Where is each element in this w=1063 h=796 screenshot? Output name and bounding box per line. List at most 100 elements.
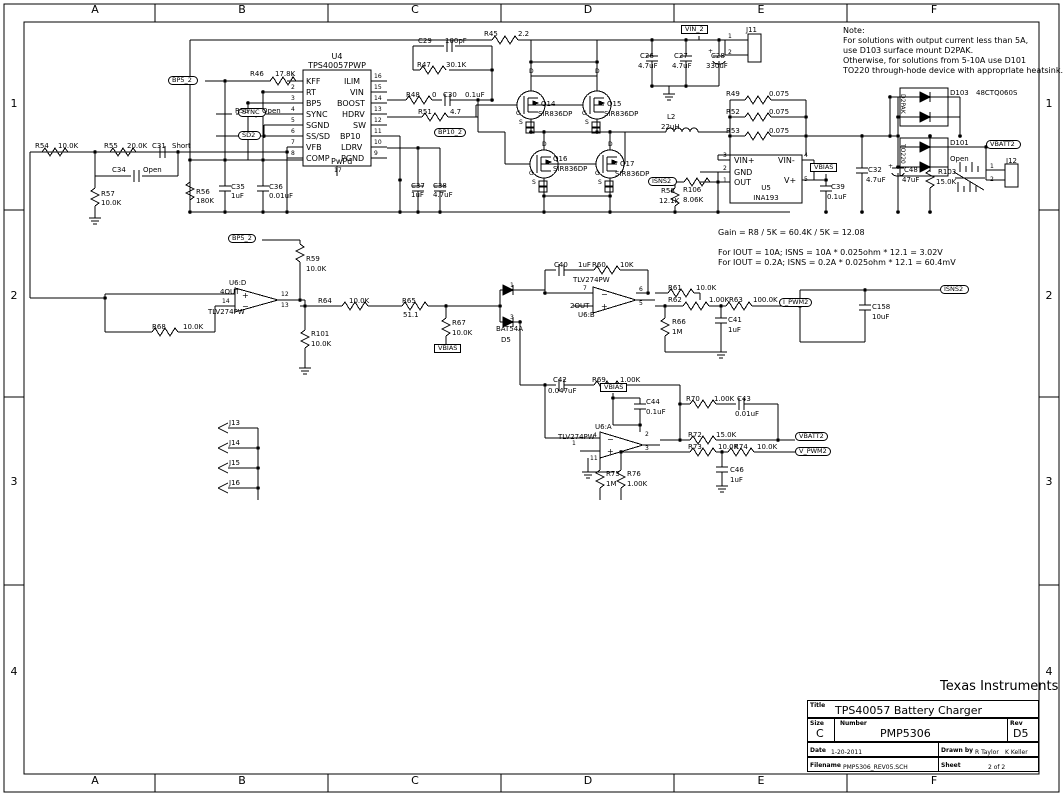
r65-val: 51.1 [403, 311, 419, 319]
c48-val: 47uF [902, 176, 920, 184]
d101-body-label: TO220 [899, 144, 906, 164]
u6a-plus-sign: + [607, 447, 614, 456]
r101-ref: R101 [311, 330, 330, 338]
drawnby-value-2: K Keller [1005, 749, 1028, 756]
u5-part: INA193 [753, 194, 779, 202]
u6b-pin-plus-num: 5 [639, 300, 643, 307]
u4-pin-1-name: KFF [306, 77, 321, 86]
net-flag-vbatt2-low[interactable]: VBATT2 [795, 432, 828, 441]
c158-ref: C158 [872, 303, 891, 311]
filename-label: Filename [810, 762, 841, 769]
r60-val: 10K [620, 261, 634, 269]
r66-ref: R66 [672, 318, 686, 326]
c42-val: 0.047uF [548, 387, 577, 395]
r73-val: 10.0K [718, 443, 739, 451]
net-flag-vin-2[interactable]: VIN_2 [681, 25, 708, 34]
sheet-label: Sheet [941, 762, 961, 769]
net-flag-bp5-2-mid[interactable]: BP5_2 [228, 234, 256, 243]
u4-pin-14-name: BOOST [337, 99, 365, 108]
q16-drain-pin: D [542, 141, 547, 148]
r51-ref: R51 [418, 108, 432, 116]
net-flag-i-pwm2[interactable]: I_PWM2 [779, 298, 813, 307]
c29-val: 100pF [445, 37, 467, 45]
r56-ref: R56 [196, 188, 210, 196]
d5-ref: D5 [501, 336, 511, 344]
c36-val: 0.01uF [269, 192, 294, 200]
net-flag-bp10-2[interactable]: BP10_2 [434, 128, 467, 137]
l2-ref: L2 [667, 113, 676, 121]
r69-ref: R69 [592, 376, 606, 384]
r57-val: 10.0K [101, 199, 122, 207]
u4-pin-7-name: VFB [306, 143, 322, 152]
r70-ref: R70 [686, 395, 700, 403]
net-flag-sd2[interactable]: SD2 [238, 131, 262, 140]
note-line-4: Otherwise, for solutions from 5-10A use … [843, 56, 1027, 65]
u6d-refdes: U6:D [229, 279, 247, 287]
date-value: 1-20-2011 [831, 749, 863, 756]
date-label: Date [810, 747, 826, 754]
u5-pin-vinp: VIN+ [734, 156, 755, 165]
u4-pin-2-name: RT [306, 88, 316, 97]
u6d-pin-minus-num: 13 [281, 302, 289, 309]
rev-value: D5 [1013, 727, 1029, 740]
net-flag-sync[interactable]: SYNC [238, 108, 266, 117]
u6b-plus-sign: + [601, 302, 608, 311]
q16-val: SIR836DP [553, 165, 588, 173]
c35-ref: C35 [231, 183, 245, 191]
r72-ref: R72 [688, 431, 702, 439]
net-flag-vbias[interactable]: VBIAS [810, 163, 838, 172]
r74-val: 10.0K [757, 443, 778, 451]
r63-val: 100.0K [753, 296, 778, 304]
u4-pin-1-num: 1 [291, 73, 295, 80]
q14-val: SIR836DP [538, 110, 573, 118]
gain-note-line-1: Gain = R8 / 5K = 60.4K / 5K = 12.08 [718, 228, 865, 237]
r60-ref: R60 [592, 261, 606, 269]
r45-ref: R45 [484, 30, 498, 38]
r48-val: 0 [432, 91, 437, 99]
net-flag-isns2[interactable]: ISNS2 [648, 177, 678, 186]
c27-val: 4.7uF [672, 62, 692, 70]
d5-pin-1: 1 [510, 282, 514, 289]
c43-ref: C43 [737, 395, 751, 403]
c32-val: 4.7uF [866, 176, 886, 184]
r103-ref: R103 [938, 168, 957, 176]
c43-val: 0.01uF [735, 410, 760, 418]
net-flag-vbias-low[interactable]: VBIAS [600, 383, 628, 392]
q15-val: SIR836DP [604, 110, 639, 118]
r62-val: 1.00K [709, 296, 730, 304]
c31-val: Short [172, 142, 191, 150]
c42-ref: C42 [553, 376, 567, 384]
net-flag-vbatt2[interactable]: VBATT2 [986, 140, 1021, 149]
c39-ref: C39 [831, 183, 845, 191]
u5-pin-4-num: 4 [804, 152, 808, 159]
r75-val: 1M [606, 480, 617, 488]
c158-val: 10uF [872, 313, 890, 321]
u6a-pin-plus-num: 3 [645, 445, 649, 452]
zone-label-4: 4 [10, 665, 18, 678]
u4-pin-3-num: 3 [291, 95, 295, 102]
r47-ref: R47 [417, 61, 431, 69]
number-label: Number [840, 720, 867, 727]
net-flag-isns2-right[interactable]: ISNS2 [940, 285, 970, 294]
r61-val: 10.0K [696, 284, 717, 292]
r69-val: 1.00K [620, 376, 641, 384]
zone-label-a: A [91, 3, 99, 16]
sheet-cell [938, 757, 1039, 772]
r67-val: 10.0K [452, 329, 473, 337]
u5-pin-1-num: 1 [723, 177, 727, 184]
u4-pin-11-name: BP10 [340, 132, 361, 141]
r76-ref: R76 [627, 470, 641, 478]
note-line-1: Note: [843, 26, 865, 35]
net-flag-v-pwm2[interactable]: V_PWM2 [795, 447, 831, 456]
j15-ref: J15 [229, 459, 240, 467]
net-flag-vbias-mid[interactable]: VBIAS [434, 344, 462, 353]
u5-pin-gnd: GND [734, 168, 753, 177]
q14-source-pin: S [519, 119, 523, 126]
u4-refdes: U4 [331, 52, 343, 61]
j12-pin-2: 2 [990, 176, 994, 183]
net-flag-bp5-2[interactable]: BP5_2 [168, 76, 198, 85]
u4-pin-12-num: 12 [374, 117, 382, 124]
gain-note-line-4: For IOUT = 0.2A; ISNS = 0.2A * 0.025ohm … [718, 258, 956, 267]
drawnby-label: Drawn by [941, 747, 974, 754]
r62-ref: R62 [668, 296, 682, 304]
